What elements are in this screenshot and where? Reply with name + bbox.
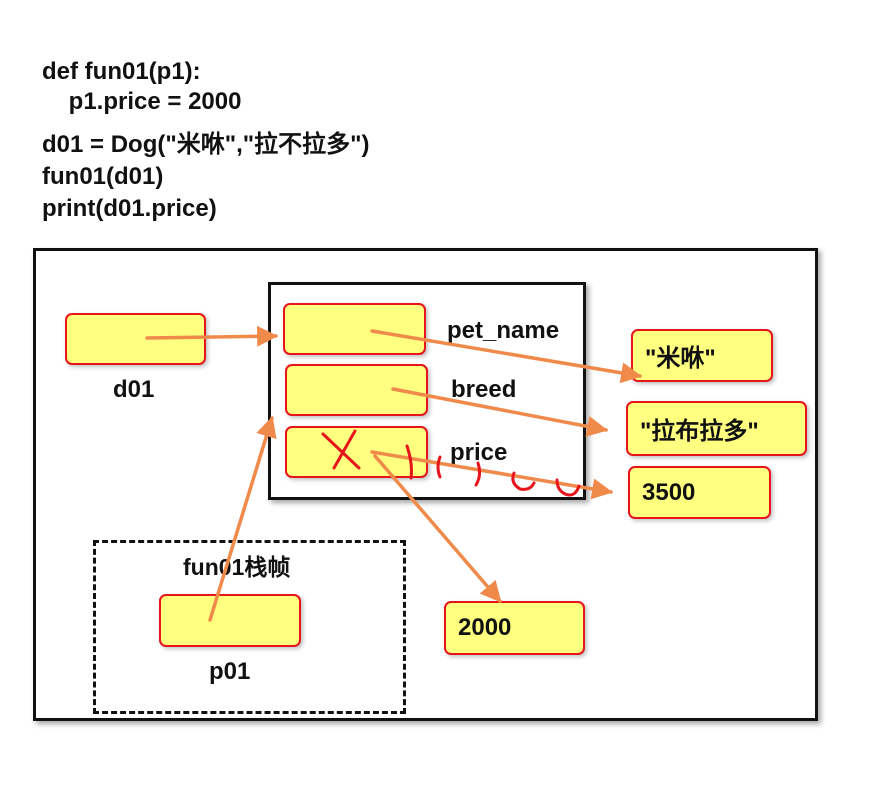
value-pet-name-cell: "米咻" — [631, 329, 773, 382]
value-price-old-cell: 3500 — [628, 466, 771, 519]
arrow-p01-to-object — [208, 415, 277, 622]
arrow-d01-to-object — [145, 325, 279, 347]
cross-mark-icon — [321, 429, 361, 470]
field-breed-label: breed — [451, 376, 517, 403]
arrow-breed-to-value — [391, 387, 609, 437]
param-p01-cell — [159, 594, 301, 647]
code-line-assign: p1.price = 2000 — [42, 88, 242, 115]
code-line-print: print(d01.price) — [42, 195, 217, 222]
stack-frame-title: fun01栈帧 — [183, 554, 291, 580]
field-pet-name-cell — [283, 303, 426, 355]
arrow-price-to-new-value — [373, 454, 502, 603]
value-price-new-cell: 2000 — [444, 601, 585, 655]
code-line-create-dog: d01 = Dog("米咻","拉不拉多") — [42, 131, 370, 158]
field-price-cell — [285, 426, 428, 478]
field-pet-name-label: pet_name — [447, 317, 560, 344]
strike-squiggle-icon — [405, 444, 581, 497]
code-line-def: def fun01(p1): — [42, 58, 201, 85]
field-price-label: price — [450, 439, 508, 466]
code-line-call: fun01(d01) — [42, 163, 164, 190]
arrow-pet-name-to-value — [370, 329, 643, 384]
variable-d01-label: d01 — [113, 376, 155, 403]
arrow-price-to-old-value — [370, 450, 614, 500]
param-p01-label: p01 — [209, 658, 251, 685]
value-breed-cell: "拉布拉多" — [626, 401, 807, 456]
